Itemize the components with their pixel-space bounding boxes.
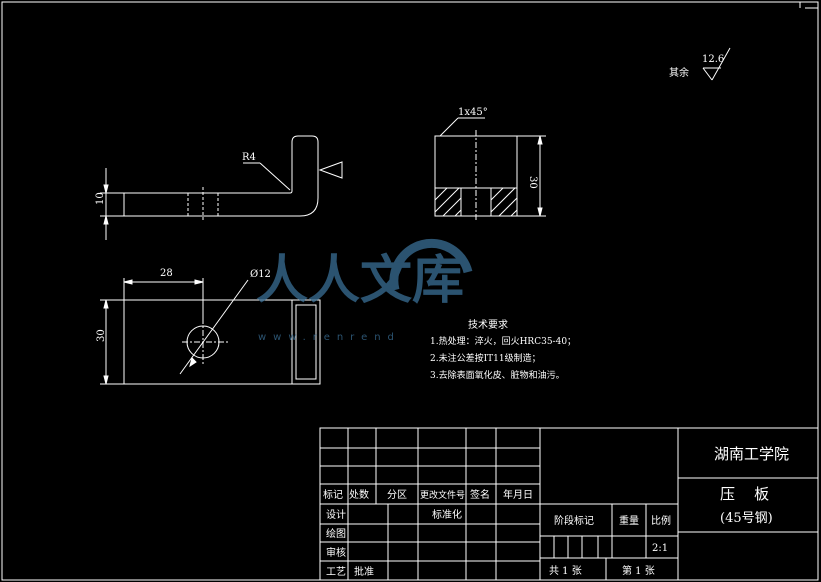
roughness-label: 其余 [669, 66, 689, 79]
tb-approve: 批准 [354, 565, 374, 578]
watermark-text: 人人文库 [256, 251, 464, 311]
radius-dim: R4 [242, 152, 256, 163]
thickness-dim: 10 [95, 192, 106, 205]
tb-weight-label: 重量 [619, 514, 639, 527]
tb-stage-label: 阶段标记 [554, 514, 594, 527]
tech-req-title: 技术要求 [468, 318, 508, 331]
bend-height-dim: 30 [527, 176, 538, 189]
tb-header: 年月日 [503, 488, 533, 501]
tb-process: 工艺 [326, 566, 346, 578]
front-view [100, 135, 343, 240]
hole-diameter-dim: Ø12 [250, 269, 271, 280]
tb-part-name: 压 板 [720, 485, 769, 503]
watermark-url: www.renrend [258, 332, 401, 343]
tb-header: 处数 [349, 488, 369, 501]
tb-standard: 标准化 [432, 508, 462, 521]
tb-scale-label: 比例 [651, 514, 671, 527]
tb-design: 设计 [326, 508, 346, 521]
hole-offset-dim: 28 [160, 268, 173, 279]
plate-width-dim: 30 [96, 329, 107, 342]
roughness-symbol [702, 47, 731, 81]
tech-req-item: 3.去除表面氧化皮、脏物和油污。 [430, 369, 565, 381]
tb-sheets-total: 共 1 张 [549, 565, 582, 577]
tech-req-item: 1.热处理：淬火，回火HRC35-40； [430, 335, 576, 347]
tb-review: 审核 [326, 546, 346, 559]
side-view [434, 117, 546, 222]
title-block [319, 427, 819, 581]
tb-material: (45号钢) [720, 511, 773, 526]
top-view [100, 278, 321, 385]
tech-req-item: 2.未注公差按IT11级制造； [430, 352, 541, 364]
tb-header: 分区 [387, 489, 407, 501]
tb-header: 标记 [323, 489, 343, 501]
tb-sheet-no: 第 1 张 [622, 564, 655, 577]
tb-school: 湖南工学院 [714, 445, 789, 463]
tb-header: 签名 [470, 488, 490, 501]
tb-header: 更改文件号 [420, 489, 465, 501]
watermark-logo: 人人文库 www.renrend [256, 238, 473, 343]
tb-scale-value: 2:1 [652, 543, 668, 554]
chamfer-dim: 1x45° [458, 107, 488, 118]
roughness-value: 12.6 [702, 54, 724, 65]
tb-drawing: 绘图 [326, 527, 346, 540]
